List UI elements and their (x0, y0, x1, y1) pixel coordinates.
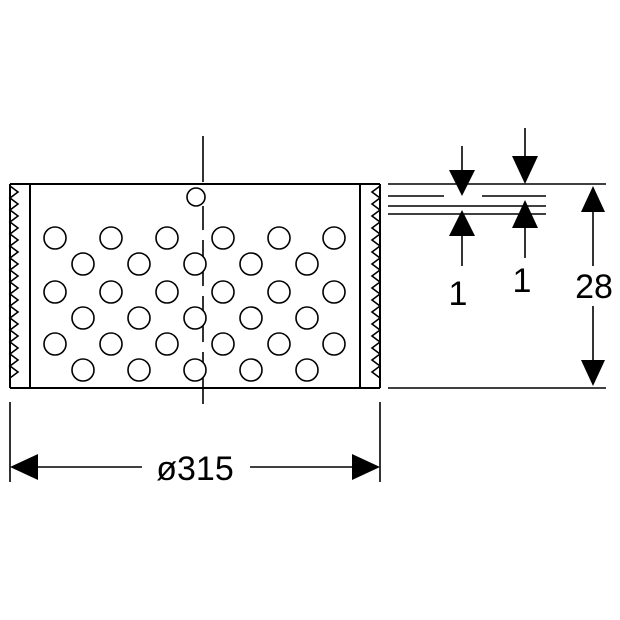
perforation-hole (155, 280, 179, 304)
perforation-hole (211, 280, 235, 304)
perforation-hole (322, 280, 346, 304)
perforation-hole (322, 332, 346, 356)
perforation-hole (211, 332, 235, 356)
perforation-hole (267, 332, 291, 356)
shell-outline (9, 183, 381, 389)
perforation-hole (43, 332, 67, 356)
strainer-body (8, 136, 382, 404)
height-arrow-bottom (581, 360, 605, 386)
perforation-hole (183, 252, 207, 276)
perforation-hole (239, 252, 263, 276)
height-dimension: 28 (388, 183, 620, 389)
marker-hole (186, 187, 206, 207)
gap-dimensions: 1 1 (388, 128, 546, 313)
perforation-hole (295, 358, 319, 382)
height-arrow-top (581, 186, 605, 212)
left-thread (8, 185, 20, 388)
perforation-hole (99, 226, 123, 250)
perforation-hole (295, 306, 319, 330)
perforation-hole (99, 280, 123, 304)
height-label: 28 (575, 268, 613, 306)
perforation-hole (71, 252, 95, 276)
gap-left-arrow-bottom (449, 210, 475, 236)
perforation-hole (71, 306, 95, 330)
perforation-hole (211, 226, 235, 250)
perforation-hole (183, 306, 207, 330)
perforation-hole (322, 226, 346, 250)
diameter-arrow-left (10, 454, 38, 480)
diameter-arrow-right (352, 454, 380, 480)
perforation-hole (239, 306, 263, 330)
perforation-hole (155, 226, 179, 250)
gap-right-arrow-top (512, 156, 538, 184)
perforation-holes (43, 226, 346, 382)
gap-right-arrow-bottom (512, 200, 538, 228)
perforation-hole (99, 332, 123, 356)
gap-right-label: 1 (513, 262, 532, 300)
perforation-hole (239, 358, 263, 382)
perforation-hole (295, 252, 319, 276)
perforation-hole (43, 226, 67, 250)
right-thread (370, 185, 382, 388)
gap-left-arrow-top (449, 170, 475, 196)
perforation-hole (43, 280, 67, 304)
perforation-hole (267, 226, 291, 250)
perforation-hole (183, 358, 207, 382)
perforation-hole (267, 280, 291, 304)
perforation-hole (127, 252, 151, 276)
perforation-hole (155, 332, 179, 356)
perforation-hole (71, 358, 95, 382)
diameter-label: ø315 (156, 450, 234, 488)
perforation-hole (127, 306, 151, 330)
gap-left-label: 1 (449, 275, 468, 313)
diameter-dimension: ø315 (9, 402, 381, 488)
perforation-hole (127, 358, 151, 382)
